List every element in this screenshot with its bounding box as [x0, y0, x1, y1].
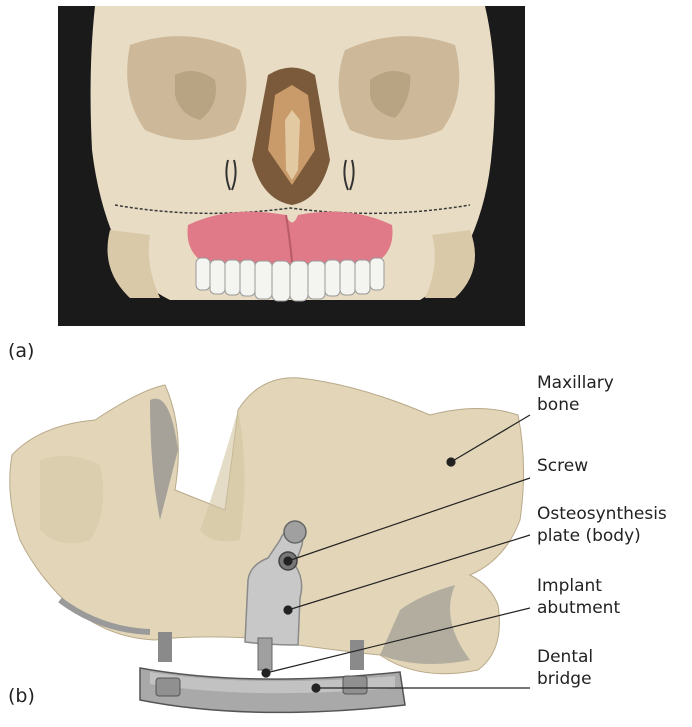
plate-screw-hole	[284, 521, 306, 543]
label-line: Maxillary	[537, 372, 614, 394]
panel-b-label: (b)	[8, 685, 35, 707]
label-dental-bridge: Dental bridge	[537, 646, 593, 690]
implant-abutment-model	[258, 638, 272, 670]
label-line: bridge	[537, 668, 593, 690]
panel-a-label: (a)	[8, 340, 34, 362]
label-line: Osteosynthesis	[537, 503, 667, 525]
skull-photo	[0, 0, 692, 340]
label-osteosynthesis-plate: Osteosynthesis plate (body)	[537, 503, 667, 547]
label-maxillary-bone: Maxillary bone	[537, 372, 614, 416]
label-line: abutment	[537, 597, 620, 619]
label-implant-abutment: Implant abutment	[537, 575, 620, 619]
label-line: Screw	[537, 455, 588, 477]
label-line: Dental	[537, 646, 593, 668]
label-line: plate (body)	[537, 525, 667, 547]
label-screw: Screw	[537, 455, 588, 477]
dental-prosthesis-photo	[188, 212, 393, 301]
label-line: bone	[537, 394, 614, 416]
label-line: Implant	[537, 575, 620, 597]
